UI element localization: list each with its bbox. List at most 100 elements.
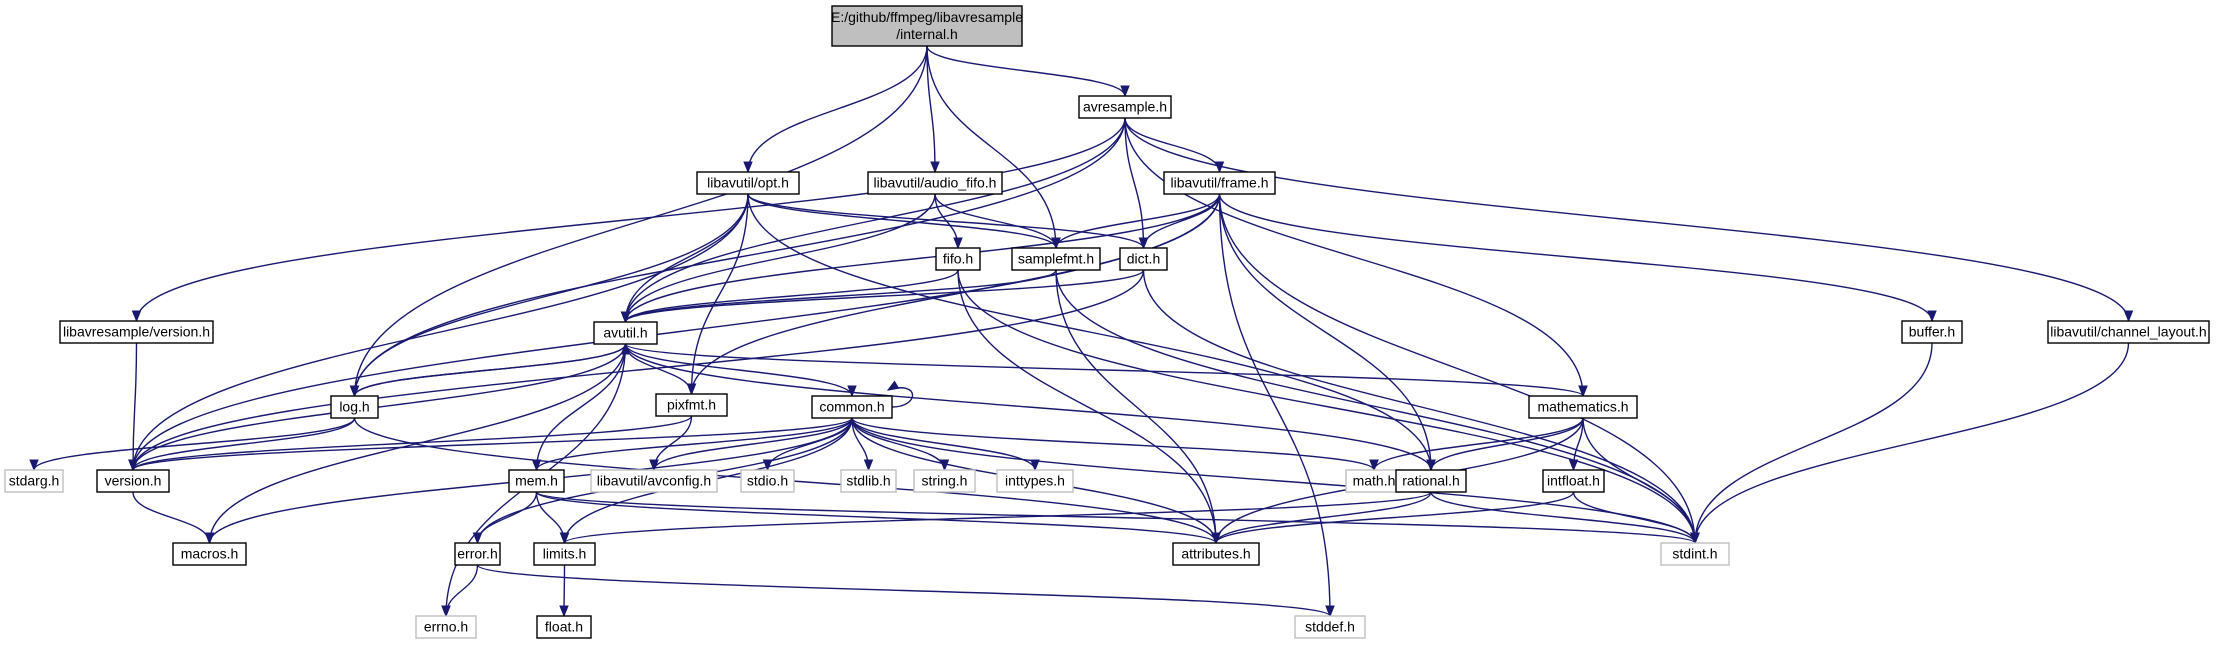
edge-avresample-to-channel_layout (1124, 117, 2134, 323)
node-label: float.h (545, 619, 583, 635)
edge-common-to-stdlib (851, 417, 874, 472)
node-label: mem.h (515, 473, 558, 489)
node-dict[interactable]: dict.h (1119, 247, 1168, 271)
nodes-layer: E:/github/ffmpeg/libavresample/internal.… (4, 5, 2210, 639)
node-float[interactable]: float.h (536, 615, 592, 639)
node-log[interactable]: log.h (330, 395, 379, 419)
edge-frame-to-buffer (1218, 193, 1937, 323)
edge-mem-to-attributes (535, 491, 1221, 545)
node-macros[interactable]: macros.h (172, 542, 247, 566)
node-opt[interactable]: libavutil/opt.h (696, 171, 800, 195)
node-label: libavutil/frame.h (1170, 175, 1268, 191)
edge-mem-to-stdint (535, 491, 1700, 545)
node-mem[interactable]: mem.h (508, 469, 565, 493)
node-errno: errno.h (415, 615, 477, 639)
node-stddef: stddef.h (1294, 615, 1366, 639)
node-math: math.h (1345, 469, 1403, 493)
node-label: limits.h (543, 546, 587, 562)
edge-common-to-math (851, 417, 1379, 472)
node-label: avutil.h (603, 325, 647, 341)
node-label: log.h (339, 399, 369, 415)
node-pixfmt[interactable]: pixfmt.h (655, 393, 728, 417)
node-common[interactable]: common.h (811, 395, 893, 419)
node-label: math.h (1353, 473, 1396, 489)
edge-frame-to-samplefmt (1051, 193, 1221, 250)
node-label: stdint.h (1672, 546, 1717, 562)
node-label: inttypes.h (1005, 473, 1065, 489)
edge-mem-to-avutil (535, 342, 631, 471)
edge-limits-to-float (559, 564, 569, 618)
edge-common-to-avconfig (649, 417, 853, 472)
edge-fifo-to-avutil (620, 269, 959, 324)
edge-log-to-version (128, 417, 356, 472)
edges-layer (29, 45, 2134, 618)
node-string: string.h (913, 469, 976, 493)
edge-audio_fifo-to-avutil (620, 193, 936, 324)
node-label: libavresample/version.h (63, 324, 210, 340)
edge-common-to-version (128, 417, 853, 472)
node-channel_layout[interactable]: libavutil/channel_layout.h (2047, 320, 2210, 344)
node-label: libavutil/audio_fifo.h (874, 175, 997, 191)
node-label: intfloat.h (1547, 473, 1600, 489)
node-error[interactable]: error.h (454, 542, 501, 566)
edge-common-to-common (886, 380, 914, 408)
node-mathematics[interactable]: mathematics.h (1528, 395, 1638, 419)
edge-mem-to-limits (535, 491, 570, 545)
node-fifo[interactable]: fifo.h (935, 247, 981, 271)
node-root: E:/github/ffmpeg/libavresample/internal.… (831, 5, 1023, 47)
node-audio_fifo[interactable]: libavutil/audio_fifo.h (867, 171, 1003, 195)
edge-root-to-samplefmt (926, 45, 1061, 250)
edge-frame-to-dict (1138, 193, 1221, 250)
node-samplefmt[interactable]: samplefmt.h (1011, 247, 1101, 271)
node-version[interactable]: version.h (96, 469, 170, 493)
edge-intfloat-to-stdint (1572, 491, 1700, 545)
node-stdlib: stdlib.h (840, 469, 897, 493)
node-stdint: stdint.h (1660, 542, 1730, 566)
edge-mathematics-to-rational (1426, 417, 1584, 472)
edge-root-to-avresample (926, 45, 1130, 98)
edge-dict-to-avutil (620, 269, 1145, 324)
edge-avutil-to-common (624, 343, 857, 398)
edge-avutil-to-rational (624, 343, 1436, 472)
edge-root-to-opt (743, 45, 928, 174)
node-frame[interactable]: libavutil/frame.h (1163, 171, 1276, 195)
node-label: fifo.h (943, 251, 973, 267)
edge-version-to-macros (132, 491, 215, 545)
edge-frame-to-rational (1218, 193, 1436, 472)
edge-log-to-stdarg (29, 417, 356, 472)
node-avconfig: libavutil/avconfig.h (590, 469, 718, 493)
edge-error-to-stddef (476, 564, 1335, 618)
edge-opt-to-dict (747, 193, 1149, 250)
edge-fifo-to-attributes (957, 269, 1221, 545)
edge-log-to-avutil (353, 342, 631, 397)
node-limits[interactable]: limits.h (533, 542, 596, 566)
node-label: mathematics.h (1537, 399, 1628, 415)
edge-audio_fifo-to-fifo (934, 193, 963, 250)
node-label: buffer.h (1909, 324, 1955, 340)
edge-opt-to-rational (747, 193, 1436, 472)
edge-mem-to-error (472, 491, 538, 545)
node-label: macros.h (181, 546, 239, 562)
node-label: samplefmt.h (1018, 251, 1094, 267)
node-label: stdarg.h (9, 473, 60, 489)
node-label: libavutil/avconfig.h (597, 473, 711, 489)
node-buffer[interactable]: buffer.h (1901, 320, 1963, 344)
node-lavr_version[interactable]: libavresample/version.h (59, 320, 214, 344)
edge-lavr_version-to-version (128, 342, 138, 472)
node-avutil[interactable]: avutil.h (593, 321, 658, 345)
node-label: rational.h (1402, 473, 1460, 489)
node-stdarg: stdarg.h (4, 469, 64, 493)
node-intfloat[interactable]: intfloat.h (1542, 469, 1605, 493)
edge-root-to-audio_fifo (926, 45, 940, 174)
node-rational[interactable]: rational.h (1395, 469, 1467, 493)
edge-avresample-to-avutil (620, 117, 1126, 324)
node-label: string.h (922, 473, 968, 489)
node-inttypes: inttypes.h (996, 469, 1074, 493)
node-label: libavutil/channel_layout.h (2050, 324, 2206, 340)
edge-avresample-to-lavr_version (131, 117, 1126, 323)
node-attributes[interactable]: attributes.h (1172, 542, 1260, 566)
edge-error-to-errno (441, 564, 479, 618)
node-avresample[interactable]: avresample.h (1078, 95, 1172, 119)
edge-common-to-string (851, 417, 950, 472)
